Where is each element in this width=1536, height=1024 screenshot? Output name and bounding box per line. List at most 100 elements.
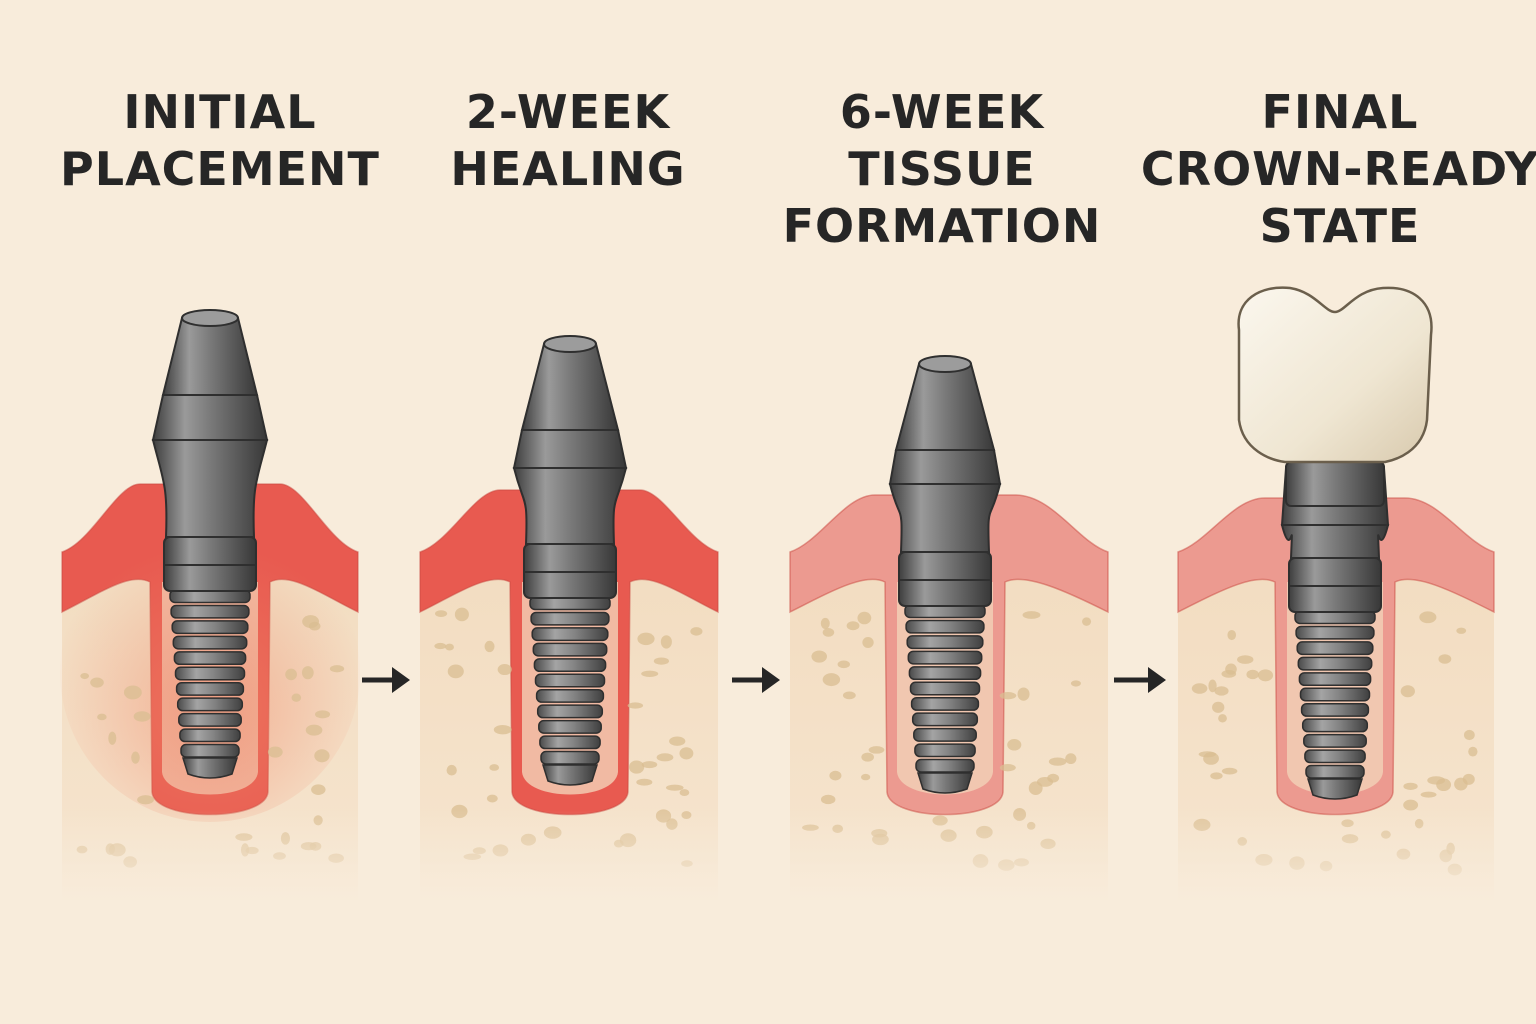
bone-pore [1208, 679, 1217, 693]
tooth-crown-icon [1237, 286, 1433, 464]
bone-pore [820, 794, 836, 805]
bone-pore [1082, 617, 1092, 626]
title-line: HEALING [450, 142, 686, 196]
implant-thread [1295, 625, 1375, 640]
stage-2-title: 2-WEEK HEALING [358, 84, 778, 198]
bottom-fade [415, 810, 723, 905]
bone-pore [1227, 629, 1237, 641]
arrow-right-icon [1114, 667, 1166, 693]
dental-implant-icon [151, 309, 269, 779]
title-line: PLACEMENT [60, 142, 380, 196]
bone-pore [1022, 611, 1041, 619]
bone-pore [842, 691, 856, 700]
implant-thread [174, 666, 246, 681]
bone-pore [1454, 777, 1468, 791]
stage-1-title: INITIAL PLACEMENT [10, 84, 430, 198]
abutment-top [918, 355, 972, 373]
implant-tip [181, 757, 239, 779]
implant-thread [914, 743, 976, 758]
bone-pore [1436, 778, 1452, 792]
title-line: FINAL [1261, 85, 1419, 139]
bone-pore [80, 673, 90, 680]
implant-thread [1303, 733, 1367, 748]
implant-thread [1296, 641, 1374, 656]
bone-pore [137, 795, 154, 805]
implant-thread [538, 719, 602, 734]
stage-3-illustration [785, 355, 1113, 905]
implant-thread [1305, 764, 1365, 779]
implant-tip [541, 764, 599, 786]
arrow-right-icon [362, 667, 410, 693]
bone-pore [846, 621, 860, 631]
bone-pore [679, 747, 694, 760]
dental-implant-icon [1280, 461, 1390, 800]
bone-pore [857, 611, 872, 625]
implant-thread [172, 635, 248, 650]
abutment-top [181, 309, 239, 327]
bone-pore [90, 677, 104, 688]
implant-abutment [161, 317, 259, 396]
implant-thread [911, 712, 979, 727]
bottom-fade [785, 810, 1113, 905]
implant-thread [1304, 749, 1366, 764]
implant-thread [1300, 702, 1370, 717]
implant-thread [535, 688, 605, 703]
bone-pore [636, 778, 653, 786]
implant-thread [906, 635, 984, 650]
implant-shoulder [888, 449, 1002, 485]
bone-pore [446, 764, 457, 776]
bone-pore [1456, 627, 1467, 634]
bone-pore [497, 664, 512, 676]
stage-4-title: FINAL CROWN-READY STATE [1130, 84, 1536, 255]
implant-thread [175, 681, 245, 696]
bone-pore [133, 711, 151, 722]
bone-pore [837, 660, 850, 669]
implant-thread [178, 712, 242, 727]
implant-thread [913, 727, 977, 742]
implant-abutment [894, 363, 996, 451]
implant-body [512, 467, 628, 545]
bone-pore [291, 693, 302, 702]
title-line: STATE [1259, 199, 1421, 253]
implant-abutment [1285, 461, 1385, 507]
bone-pore [447, 664, 464, 679]
bone-pore [1048, 757, 1067, 766]
bone-pore [123, 685, 142, 700]
title-line: 6-WEEK [839, 85, 1045, 139]
bone-pore [305, 724, 323, 736]
bone-pore [314, 710, 331, 719]
dental-implant-icon [888, 355, 1002, 794]
bone-pore [1017, 687, 1030, 701]
bone-pore [641, 670, 659, 677]
bone-pore [329, 665, 345, 673]
bone-pore [1214, 686, 1229, 696]
bone-pore [660, 635, 672, 649]
bone-pore [484, 640, 495, 653]
bone-pore [868, 746, 885, 754]
title-line: FORMATION [782, 199, 1102, 253]
bone-pore [1237, 655, 1254, 664]
dental-implant-icon [512, 335, 628, 786]
bone-pore [486, 794, 498, 803]
arrow-head [1148, 667, 1166, 693]
implant-thread [180, 743, 240, 758]
implant-thread [530, 611, 610, 626]
bone-pore [822, 628, 835, 637]
bone-pore [1007, 739, 1022, 751]
bone-pore [822, 673, 841, 687]
arrow-head [392, 667, 410, 693]
bone-pore [1468, 746, 1478, 757]
bone-pore [1210, 772, 1223, 780]
bottom-fade [1173, 810, 1499, 905]
bone-pore [656, 753, 674, 762]
implant-thread [540, 750, 600, 765]
bone-pore [861, 752, 874, 762]
bone-pore [1403, 799, 1419, 811]
bone-pore [829, 770, 842, 781]
implant-thread [915, 758, 975, 773]
bone-pore [628, 760, 645, 774]
bone-pore [1221, 767, 1238, 775]
bone-pore [862, 636, 874, 649]
bone-pore [999, 763, 1016, 772]
